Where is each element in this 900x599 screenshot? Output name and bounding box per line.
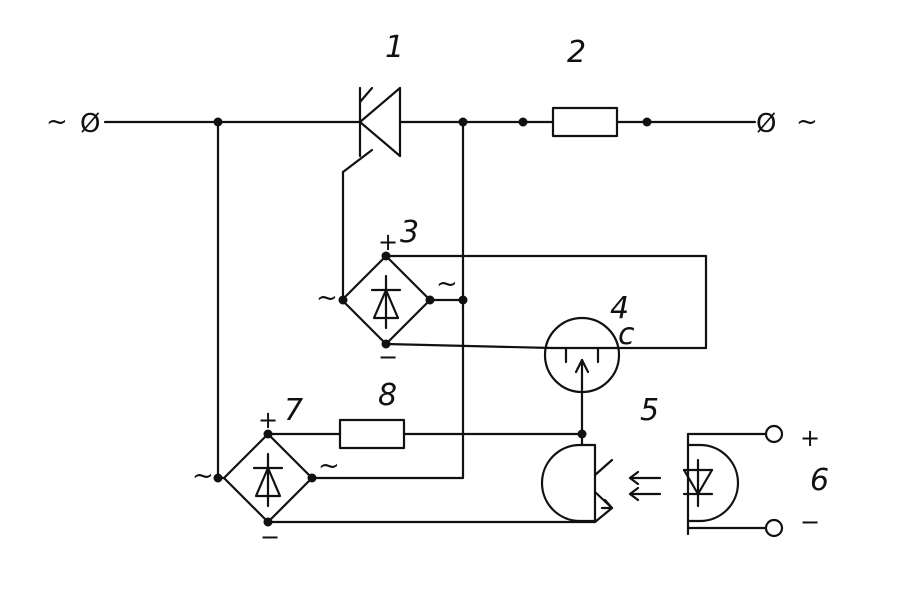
- wire-bridge3-plus: [384, 254, 708, 350]
- bridge7-minus: −: [260, 523, 280, 551]
- terminal-right-symbol: Ø: [756, 109, 776, 139]
- label-resistor-bottom: 8: [378, 378, 397, 413]
- input-terminal-minus: [764, 518, 784, 538]
- input-minus: −: [800, 508, 820, 536]
- label-optocoupler: 5: [640, 393, 659, 428]
- thyristor-1: [341, 86, 402, 174]
- ac-symbol-left: ~: [46, 107, 68, 137]
- label-bridge-lower: 7: [284, 393, 303, 428]
- label-bridge-upper: 3: [400, 215, 419, 250]
- bridge3-ac-left: ~: [316, 283, 338, 313]
- resistor-2: [551, 106, 619, 138]
- bridge3-minus: −: [378, 343, 398, 371]
- wire-right-vertical: [310, 120, 465, 480]
- label-thyristor: 1: [385, 30, 404, 65]
- diode-bridge-3: [340, 254, 432, 346]
- bridge7-plus: +: [258, 406, 278, 434]
- input-plus: +: [800, 424, 820, 452]
- transistor-4: [543, 316, 621, 394]
- optocoupler-5: [540, 432, 774, 536]
- terminal-left-symbol: Ø: [80, 109, 100, 139]
- input-terminal-plus: [764, 424, 784, 444]
- bridge3-ac-right: ~: [436, 269, 458, 299]
- bridge3-plus: +: [378, 228, 398, 256]
- label-transistor-c: c: [618, 317, 635, 352]
- ac-symbol-right: ~: [796, 107, 818, 137]
- label-control-input: 6: [810, 463, 829, 498]
- resistor-8: [338, 418, 406, 450]
- bridge7-ac-right: ~: [318, 451, 340, 481]
- diode-bridge-7: [222, 432, 314, 524]
- wire-bridge3-minus: [384, 342, 554, 350]
- label-resistor-top: 2: [567, 35, 586, 70]
- junction-dots: [213, 117, 652, 527]
- label-transistor: 4: [610, 291, 629, 326]
- bridge7-ac-left: ~: [192, 461, 214, 491]
